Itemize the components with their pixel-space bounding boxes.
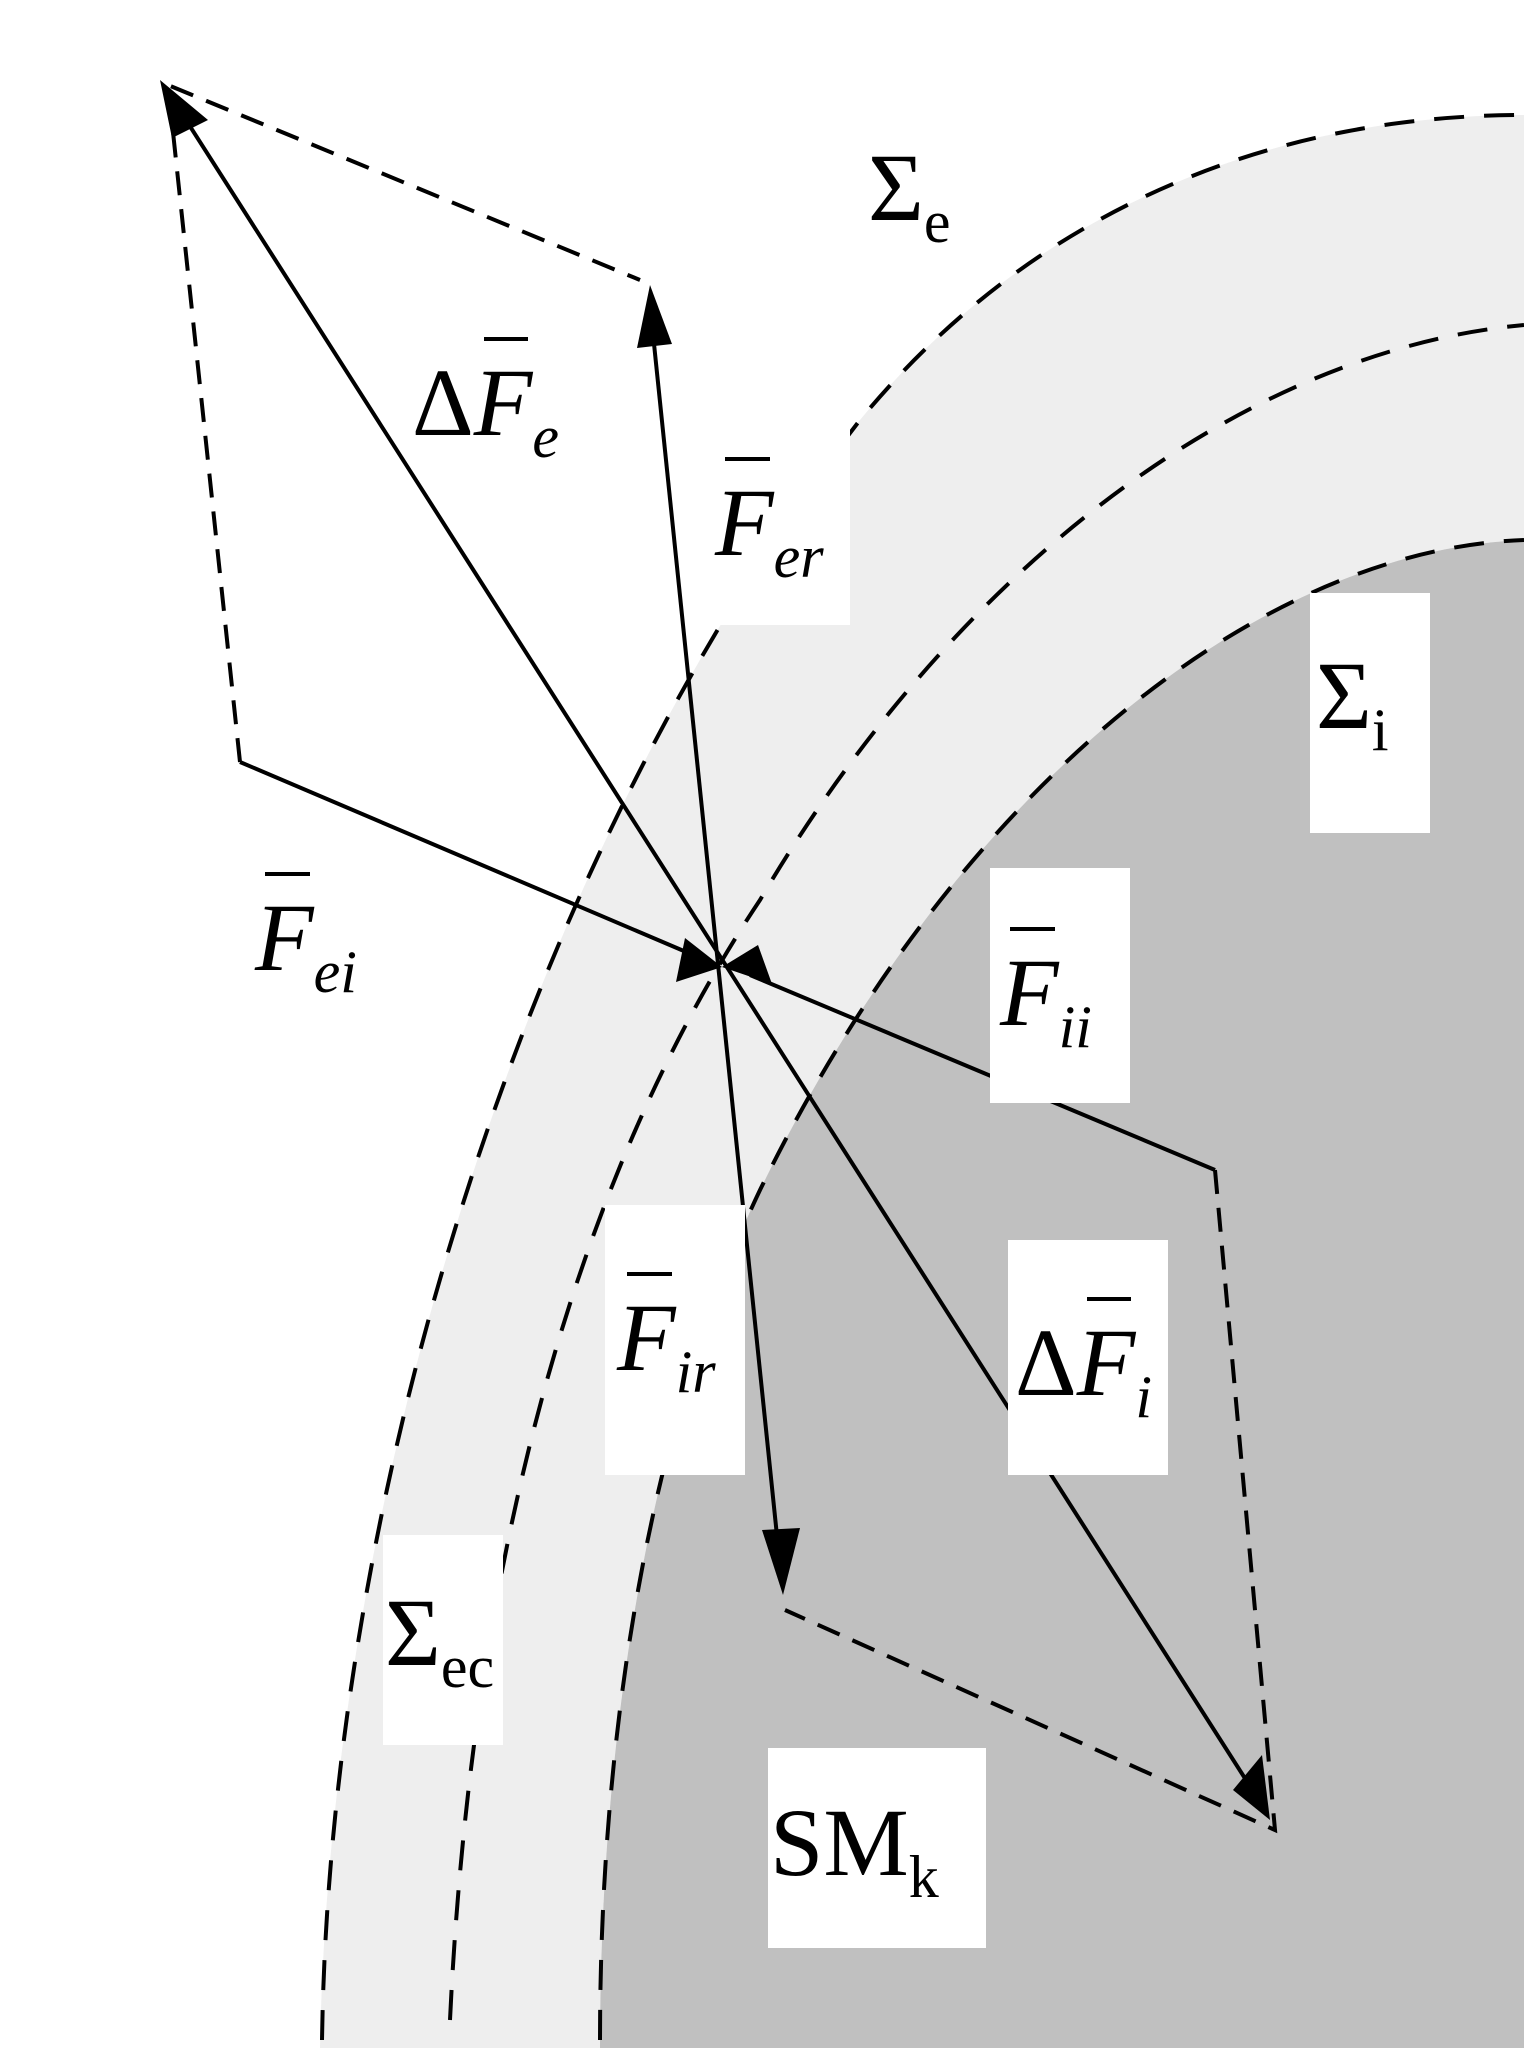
vector-line-fii xyxy=(749,973,1216,1172)
delta-fi-letter: F xyxy=(1076,1297,1136,1416)
arrowhead-fer xyxy=(637,285,672,348)
label-box-fer xyxy=(700,420,850,625)
delta-fe-subscript: e xyxy=(532,404,560,470)
sigma-e-subscript: e xyxy=(923,189,951,255)
inner-parallelogram-dashed xyxy=(784,1169,1278,1834)
sigma-i-symbol: Σ xyxy=(1316,642,1372,749)
label-sigma-e: Σe xyxy=(868,140,951,253)
delta-fi-prefix: Δ xyxy=(1015,1309,1077,1416)
arrowhead-fii xyxy=(722,945,772,984)
delta-fi-subscript: i xyxy=(1135,1364,1153,1430)
middle-boundary-curve xyxy=(448,323,1524,2021)
arrowhead-delta-fe xyxy=(160,80,208,138)
label-fir: Fir xyxy=(617,1272,716,1402)
label-box-delta-fi xyxy=(1008,1240,1168,1475)
vector-line-fei xyxy=(239,760,706,962)
label-box-fii xyxy=(990,868,1130,1103)
sigma-ec-subscript: ec xyxy=(440,1634,495,1700)
fii-subscript: ii xyxy=(1058,994,1092,1060)
label-sigma-i: Σi xyxy=(1316,648,1389,761)
label-box-smk xyxy=(768,1748,986,1948)
outer-boundary-curve xyxy=(320,113,1524,2041)
smk-subscript: k xyxy=(908,1844,939,1910)
label-box-sigma-ec xyxy=(383,1535,503,1745)
label-fer: Fer xyxy=(715,457,824,587)
inner-boundary-curve xyxy=(598,538,1524,2041)
label-sigma-ec: Σec xyxy=(385,1585,494,1698)
outer-parallelogram-dashed xyxy=(165,81,641,763)
fir-subscript: ir xyxy=(675,1339,716,1405)
delta-fe-letter: F xyxy=(473,337,533,456)
label-delta-fe: ΔFe xyxy=(412,337,559,467)
sigma-ec-symbol: Σ xyxy=(385,1579,441,1686)
sigma-e-symbol: Σ xyxy=(868,134,924,241)
sigma-i-subscript: i xyxy=(1371,697,1389,763)
arrowhead-fei xyxy=(676,938,722,982)
label-delta-fi: ΔFi xyxy=(1015,1297,1152,1427)
fii-letter: F xyxy=(1000,927,1059,1046)
arrowhead-delta-fi xyxy=(1233,1755,1270,1820)
arrowhead-fir xyxy=(762,1528,800,1595)
fei-subscript: ei xyxy=(313,939,357,1005)
fer-letter: F xyxy=(715,457,774,576)
label-smk: SMk xyxy=(770,1795,939,1908)
label-fei: Fei xyxy=(255,872,357,1002)
fei-letter: F xyxy=(255,872,314,991)
smk-symbol: SM xyxy=(770,1789,909,1896)
fir-letter: F xyxy=(617,1272,676,1391)
label-box-sigma-i xyxy=(1310,593,1430,833)
delta-fe-prefix: Δ xyxy=(412,349,474,456)
label-box-fir xyxy=(605,1205,745,1475)
fer-subscript: er xyxy=(773,524,824,590)
label-fii: Fii xyxy=(1000,927,1092,1057)
vector-line-fer-fir xyxy=(648,304,782,1566)
boundary-layer-band xyxy=(320,115,1524,2048)
